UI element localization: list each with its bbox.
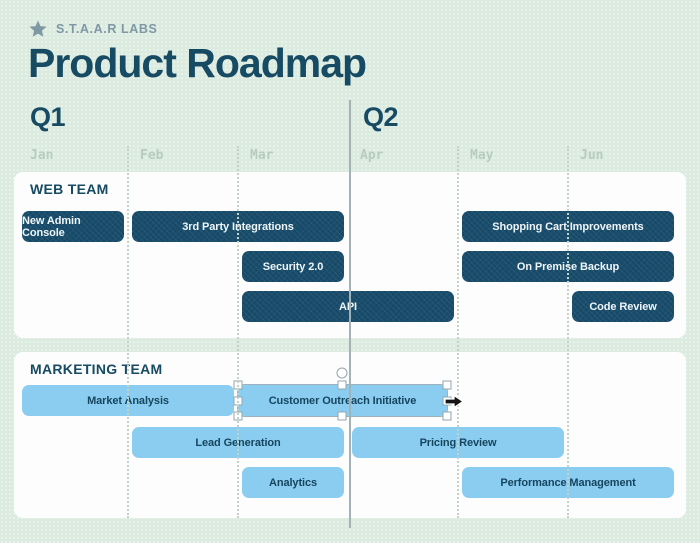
resize-handle-s[interactable] xyxy=(337,411,347,421)
bar-label: Analytics xyxy=(268,476,317,489)
bar-analytics[interactable]: Analytics xyxy=(242,467,344,498)
month-label-may: May xyxy=(470,148,494,163)
month-label-feb: Feb xyxy=(140,148,164,163)
bar-code-review[interactable]: Code Review xyxy=(572,291,674,322)
bar-label: Customer Outreach Initiative xyxy=(268,394,417,407)
resize-handle-n[interactable] xyxy=(337,380,347,390)
month-label-mar: Mar xyxy=(250,148,274,163)
web-team-title: WEB TEAM xyxy=(30,181,109,197)
bar-api[interactable]: API xyxy=(242,291,454,322)
star-icon xyxy=(29,20,47,37)
resize-handle-ne[interactable] xyxy=(442,380,452,390)
month-label-jun: Jun xyxy=(580,148,604,163)
bar-new-admin-console[interactable]: New Admin Console xyxy=(22,211,124,242)
bar-label: Code Review xyxy=(589,300,657,313)
bar-security-2-0[interactable]: Security 2.0 xyxy=(242,251,344,282)
quarter-label-q2: Q2 xyxy=(363,102,399,132)
month-label-apr: Apr xyxy=(360,148,384,163)
month-gridline xyxy=(567,146,569,518)
month-gridline xyxy=(457,146,459,518)
rotate-handle[interactable] xyxy=(336,367,348,379)
bar-label: API xyxy=(338,300,358,313)
page-title: Product Roadmap xyxy=(28,40,367,86)
marketing-team-title: MARKETING TEAM xyxy=(30,361,163,377)
month-gridline xyxy=(127,146,129,518)
resize-handle-se[interactable] xyxy=(442,411,452,421)
bar-label: Security 2.0 xyxy=(262,260,324,273)
mouse-cursor xyxy=(444,394,465,409)
bar-label: New Admin Console xyxy=(22,214,81,239)
month-label-jan: Jan xyxy=(30,148,54,163)
quarter-label-q1: Q1 xyxy=(30,102,66,132)
brand: S.T.A.A.R LABS xyxy=(28,19,157,39)
bar-customer-outreach-initiative[interactable]: Customer Outreach Initiative xyxy=(233,367,452,421)
brand-name: S.T.A.A.R LABS xyxy=(56,22,158,36)
month-gridline xyxy=(237,146,239,518)
quarter-divider-line xyxy=(349,100,351,528)
